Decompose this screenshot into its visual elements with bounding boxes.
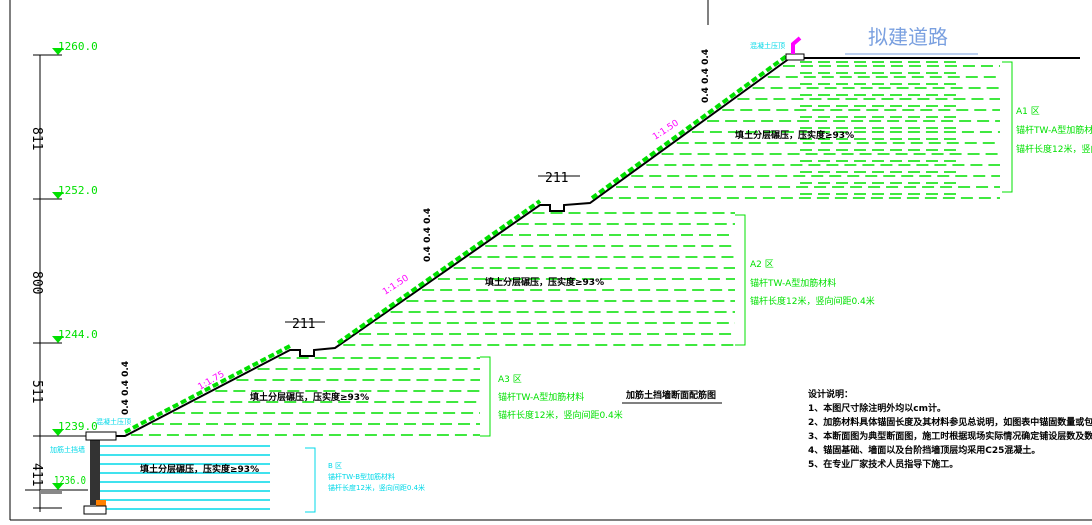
svg-text:锚杆长度12米，竖向间距0.4米: 锚杆长度12米，竖向间距0.4米 xyxy=(750,295,875,307)
svg-text:B 区: B 区 xyxy=(328,462,342,470)
zone-a3: A3 区 锚杆TW-A型加筋材料 锚杆长度12米，竖向间距0.4米 xyxy=(498,374,623,421)
elevation-markers xyxy=(52,48,64,490)
slope-profile xyxy=(95,57,1080,437)
svg-text:锚杆TW-A型加筋材料: 锚杆TW-A型加筋材料 xyxy=(498,391,584,403)
svg-text:锚杆长度12米，竖向间距0.4米: 锚杆长度12米，竖向间距0.4米 xyxy=(328,483,425,492)
svg-text:A3 区: A3 区 xyxy=(498,374,522,385)
dim-511: 511 xyxy=(29,380,44,403)
drain-pipe xyxy=(96,500,106,506)
elevation-marker-icon xyxy=(52,483,64,490)
zone-a2: A2 区 锚杆TW-A型加筋材料 锚杆长度12米，竖向间距0.4米 xyxy=(750,259,875,307)
zone-b: B 区 锚杆TW-B型加筋材料 锚杆长度12米，竖向间距0.4米 xyxy=(328,462,425,492)
svg-text:设计说明：: 设计说明： xyxy=(808,388,853,400)
svg-text:5、在专业厂家技术人员指导下施工。: 5、在专业厂家技术人员指导下施工。 xyxy=(808,458,958,470)
zone-brackets xyxy=(480,61,1013,437)
svg-text:4、锚固基础、墙面以及台阶挡墙顶层均采用C25混凝土。: 4、锚固基础、墙面以及台阶挡墙顶层均采用C25混凝土。 xyxy=(808,444,1040,456)
svg-text:锚杆TW-A型加筋材料: 锚杆TW-A型加筋材料 xyxy=(1016,124,1092,136)
slope-vegetation-top xyxy=(590,53,790,200)
wall-label: 加筋土挡墙 xyxy=(50,445,85,454)
retaining-wall xyxy=(90,440,100,505)
design-notes: 设计说明： 1、本图尺寸除注明外均以cm计。 2、加筋材料具体锚固长度及其材料参… xyxy=(808,388,1092,470)
svg-text:锚杆TW-B型加筋材料: 锚杆TW-B型加筋材料 xyxy=(328,472,395,481)
drawing-title: 加筋土挡墙断面配筋图 xyxy=(625,389,716,401)
ground-hatch xyxy=(40,490,62,494)
spacing-top: 0.4 0.4 0.4 xyxy=(701,49,711,103)
svg-text:3、本断面图为典型断面图，施工时根据现场实际情况确定铺设层数: 3、本断面图为典型断面图，施工时根据现场实际情况确定铺设层数及数量，表中数据长度… xyxy=(808,430,1092,442)
elevation-marker-icon xyxy=(52,429,64,436)
elevation-marker-icon xyxy=(52,48,64,55)
slope-ratio-top: 1:1.50 xyxy=(651,118,681,142)
top-cap-label: 混凝土压顶 xyxy=(750,41,785,50)
fill-note-b: 填土分层碾压，压实度≥93% xyxy=(140,463,259,475)
slope-vegetation-mid xyxy=(336,199,542,345)
elevation-1252: 1252.0 xyxy=(58,184,98,197)
svg-text:锚杆长度12米，竖向间距0.4米: 锚杆长度12米，竖向间距0.4米 xyxy=(1016,143,1092,155)
elevation-marker-icon xyxy=(52,336,64,343)
dim-811: 811 xyxy=(29,127,44,150)
fill-note-a2: 填土分层碾压，压实度≥93% xyxy=(485,276,604,288)
wall-footing xyxy=(83,505,107,515)
wall-cap xyxy=(85,431,117,441)
svg-text:锚杆TW-A型加筋材料: 锚杆TW-A型加筋材料 xyxy=(750,277,836,289)
elevation-marker-icon xyxy=(52,192,64,199)
road-label: 拟建道路 xyxy=(868,25,948,49)
elevation-1260: 1260.0 xyxy=(58,40,98,53)
dim-800: 800 xyxy=(29,271,44,294)
wall-cap-label: 混凝土压顶 xyxy=(96,417,131,426)
top-cap xyxy=(785,53,805,61)
fill-note-a3: 填土分层碾压，压实度≥93% xyxy=(250,391,369,403)
berm-width-lower: 211 xyxy=(292,317,315,332)
svg-text:A1 区: A1 区 xyxy=(1016,106,1040,117)
fill-lines xyxy=(100,61,1000,510)
elevation-1244: 1244.0 xyxy=(58,328,98,341)
berm-width-upper: 211 xyxy=(545,171,568,186)
svg-text:A2 区: A2 区 xyxy=(750,259,774,270)
svg-text:2、加筋材料具体锚固长度及其材料参见总说明，如图表中锚固数量: 2、加筋材料具体锚固长度及其材料参见总说明，如图表中锚固数量或包含折回长度； xyxy=(808,416,1092,428)
svg-text:1、本图尺寸除注明外均以cm计。: 1、本图尺寸除注明外均以cm计。 xyxy=(808,402,946,414)
dim-411: 411 xyxy=(29,463,44,486)
zone-bracket-b xyxy=(305,447,316,513)
spacing-lower: 0.4 0.4 0.4 xyxy=(121,361,131,415)
svg-text:锚杆长度12米，竖向间距0.4米: 锚杆长度12米，竖向间距0.4米 xyxy=(498,409,623,421)
railing-icon xyxy=(791,36,802,54)
zone-a1: A1 区 锚杆TW-A型加筋材料 锚杆长度12米，竖向间距0.4米 xyxy=(1016,106,1092,155)
elevation-1236: 1236.0 xyxy=(54,474,86,487)
fill-note-a1: 填土分层碾压，压实度≥93% xyxy=(735,129,854,141)
spacing-mid: 0.4 0.4 0.4 xyxy=(423,208,433,262)
slope-vegetation-low xyxy=(124,344,291,434)
elevation-1239: 1239.0 xyxy=(58,420,98,433)
